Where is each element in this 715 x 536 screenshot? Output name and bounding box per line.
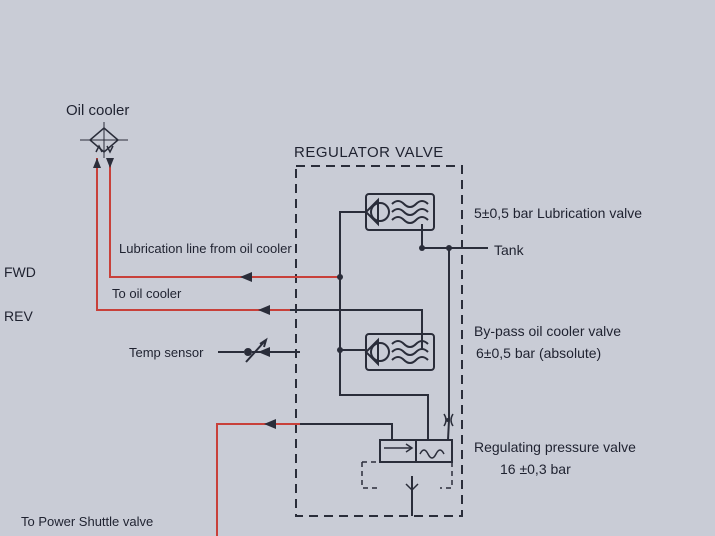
regulator-valve-enclosure <box>295 165 463 517</box>
to-oil-cooler-label: To oil cooler <box>112 286 182 301</box>
temp-sensor-icon <box>244 337 268 363</box>
regulating-valve-label-1: Regulating pressure valve <box>474 439 636 455</box>
bypass-valve-label-1: By-pass oil cooler valve <box>474 323 622 339</box>
junction-dots <box>337 245 452 422</box>
lubrication-valve-label: 5±0,5 bar Lubrication valve <box>474 205 643 221</box>
lubrication-line-label: Lubrication line from oil cooler <box>119 241 292 256</box>
flow-arrows <box>93 158 276 429</box>
bypass-valve-label-2: 6±0,5 bar (absolute) <box>476 345 602 361</box>
regulating-valve-icon <box>361 439 453 492</box>
rev-label: REV <box>4 308 33 324</box>
arrow-cooler-right <box>106 158 114 168</box>
lubrication-valve-icon <box>364 193 435 231</box>
oil-cooler-label: Oil cooler <box>66 102 130 119</box>
regulator-valve-title: REGULATOR VALVE <box>294 144 444 161</box>
tank-label: Tank <box>494 242 524 258</box>
bypass-valve-icon <box>364 333 435 371</box>
arrow-shuttle <box>264 419 276 429</box>
arrow-temp <box>258 347 270 357</box>
oil-cooler-icon <box>80 122 128 158</box>
arrow-cooler-left <box>93 158 101 168</box>
arrow-lub-line <box>240 272 252 282</box>
temp-sensor-label: Temp sensor <box>129 345 204 360</box>
black-lines <box>218 211 488 516</box>
orifice-icon <box>443 413 454 427</box>
power-shuttle-label: To Power Shuttle valve <box>21 514 154 529</box>
arrow-to-cooler <box>258 305 270 315</box>
fwd-label: FWD <box>4 264 36 280</box>
regulating-valve-label-2: 16 ±0,3 bar <box>500 461 571 477</box>
